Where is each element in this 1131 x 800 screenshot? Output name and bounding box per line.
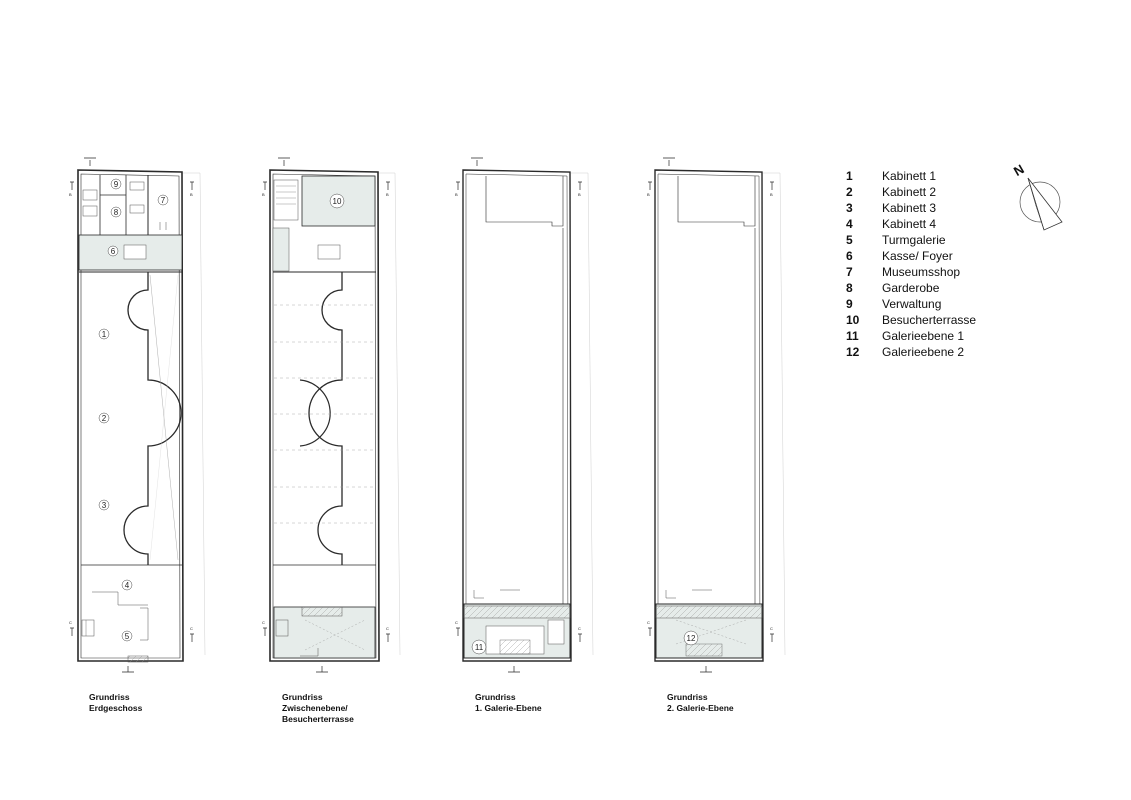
section-mark-c: C	[770, 626, 773, 631]
section-mark-c: C	[578, 626, 581, 631]
svg-text:3: 3	[102, 501, 107, 510]
section-mark-c: C	[190, 626, 193, 631]
room-label-6: 6	[107, 245, 119, 257]
section-mark-b: B	[386, 192, 389, 197]
section-mark-b: B	[190, 192, 193, 197]
section-mark-c: C	[386, 626, 389, 631]
svg-text:1: 1	[102, 330, 107, 339]
room-label-12: 12	[683, 630, 699, 646]
section-mark-b: B	[647, 192, 650, 197]
svg-text:6: 6	[111, 247, 116, 256]
section-mark-c: C	[69, 620, 72, 625]
plan-galerie-ebene-1: B B C C 11	[455, 157, 594, 673]
plan-galerie-ebene-2: B B C C 12	[647, 157, 786, 673]
svg-text:5: 5	[125, 632, 130, 641]
svg-text:10: 10	[333, 197, 342, 206]
section-mark-c: C	[455, 620, 458, 625]
svg-text:9: 9	[114, 180, 119, 189]
section-mark-b: B	[69, 192, 72, 197]
room-label-5: 5	[121, 630, 133, 642]
room-label-2: 2	[98, 412, 110, 424]
north-arrow-icon: N	[1011, 161, 1063, 231]
room-label-7: 7	[157, 194, 169, 206]
svg-text:12: 12	[687, 634, 696, 643]
plan-erdgeschoss: B B C C 1 2 3 4 5 6 7 8 9	[69, 157, 206, 673]
room-label-11: 11	[471, 639, 487, 655]
room-label-8: 8	[110, 206, 122, 218]
section-mark-b: B	[770, 192, 773, 197]
north-label: N	[1011, 161, 1027, 179]
caption-galerie-ebene-2: Grundriss 2. Galerie-Ebene	[667, 692, 734, 713]
plan-zwischenebene: B B C C 10	[262, 157, 401, 673]
room-label-1: 1	[98, 328, 110, 340]
caption-erdgeschoss: Grundriss Erdgeschoss	[89, 692, 143, 713]
svg-text:4: 4	[125, 581, 130, 590]
svg-text:7: 7	[161, 196, 166, 205]
section-mark-c: C	[647, 620, 650, 625]
section-mark-c: C	[262, 620, 265, 625]
section-mark-b: B	[262, 192, 265, 197]
room-label-3: 3	[98, 499, 110, 511]
svg-text:2: 2	[102, 414, 107, 423]
section-mark-b: B	[578, 192, 581, 197]
room-label-4: 4	[121, 579, 133, 591]
room-label-9: 9	[110, 178, 122, 190]
caption-zwischenebene: Grundriss Zwischenebene/ Besucherterrass…	[282, 692, 354, 724]
section-mark-b: B	[455, 192, 458, 197]
caption-galerie-ebene-1: Grundriss 1. Galerie-Ebene	[475, 692, 542, 713]
svg-text:11: 11	[475, 643, 484, 652]
room-label-10: 10	[329, 193, 345, 209]
svg-text:8: 8	[114, 208, 119, 217]
